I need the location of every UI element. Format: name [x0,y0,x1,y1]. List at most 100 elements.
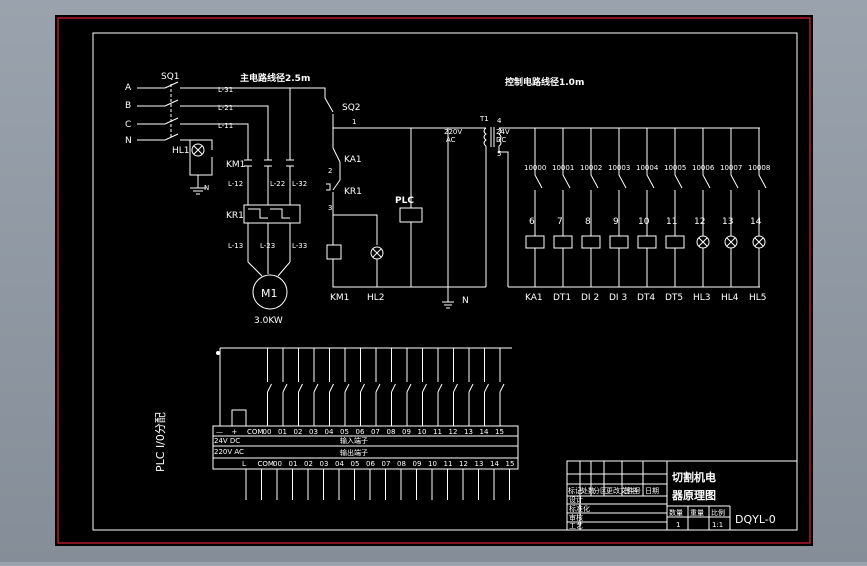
output-label: DI 3 [609,293,627,303]
sq2-label: SQ2 [342,103,361,113]
input-switch-wire [391,348,396,426]
terminal-bottom-17: 15 [506,460,515,468]
km1-main-label: KM1 [226,160,245,170]
terminal-top-5: 02 [294,428,303,436]
terminal-bottom-12: 10 [428,460,437,468]
terminal-bottom-7: 05 [351,460,360,468]
input-switch-wire [406,348,412,426]
output-contact [758,128,767,236]
wire-label-l11: L-11 [218,122,233,130]
input-switch-wire [453,348,458,426]
km1-coil-label: KM1 [330,293,349,303]
input-switch-wire [282,348,288,426]
transformer-secondary-coil [498,127,502,147]
output-bus-label: 输出端子 [340,448,368,457]
output-branch-9: 10003 9 DI 3 [608,128,630,303]
hl1-neutral: N [204,184,209,192]
terminal-top-12: 09 [402,428,411,436]
supply-lines-left [137,87,165,141]
terminal-bottom-8: 06 [366,460,375,468]
output-contact [730,128,739,236]
hl2-lamp-cross [372,248,382,258]
spec-grid [667,505,731,530]
hl1-wiring [189,140,213,188]
wire-label-l22: L-22 [270,180,285,188]
terminal-bottom-16: 14 [490,460,499,468]
header-count: 处数 [581,486,595,495]
plc-io-section: PLC I/0分配 24V DC 220V AC 输入端子 输出端子 —+COM… [154,347,519,500]
outer-border [57,17,811,544]
transformer-out-type: DC [496,136,506,144]
terminal-bottom-3: 01 [289,460,298,468]
control-wire-note: 控制电路线径1.0m [505,76,584,88]
wire-label-l12: L-12 [228,180,243,188]
supply-label-a: A [125,83,132,93]
control-neutral-ground [442,128,454,309]
terminal-top-14: 11 [433,428,442,436]
output-number: 9 [613,217,619,227]
lines-to-motor [247,223,291,262]
output-label: HL3 [693,293,711,303]
control-circuit: 控制电路线径1.0m SQ2 1 KA1 2 KR1 3 KM1 HL2 PLC… [290,76,770,309]
output-contact [590,128,599,236]
transformer-output-wires [485,127,509,287]
power-input-pin [231,409,247,426]
output-address: 10006 [692,164,715,172]
node-1: 1 [352,118,356,126]
output-label: DI 2 [581,293,599,303]
control-return-wire [332,259,486,288]
output-label: HL4 [721,293,739,303]
wire-label-l21: L-21 [218,104,233,112]
output-number: 6 [529,217,535,227]
kr1-aux-contact [332,172,341,200]
terminal-top-1: + [232,428,238,436]
terminal-top-9: 06 [356,428,365,436]
io-common-node [216,351,220,355]
terminal-bottom-1: COM [258,460,274,468]
ka1-contact [332,147,341,172]
km1-coil-box [326,244,342,260]
wire-label-l31: L-31 [218,86,233,94]
output-number: 11 [666,217,677,227]
drawing-number: DQYL-0 [735,513,776,526]
transformer-out-voltage: 24V [496,128,510,136]
output-label: DT5 [665,293,683,303]
output-label: HL5 [749,293,767,303]
main-switch-label: SQ1 [161,72,180,82]
kr1-heater-elements [248,208,290,219]
input-bus-label: 输入端子 [340,436,368,445]
io-common-bus [219,347,512,426]
terminal-bottom-13: 11 [444,460,453,468]
power-label-24vdc: 24V DC [214,437,240,445]
wire-label-l23: L-23 [260,242,275,250]
kr1-aux-symbol [326,183,331,191]
plc-label: PLC [395,196,414,206]
output-address: 10000 [524,164,546,172]
output-address: 10005 [664,164,686,172]
output-address: 10004 [636,164,659,172]
input-switch-wire [267,348,272,426]
output-contact [674,128,683,236]
output-number: 12 [694,217,705,227]
output-contact [618,128,627,236]
row-review: 审核 [569,513,583,522]
transformer-node-4: 4 [497,117,502,125]
kr1-main-label: KR1 [226,211,244,221]
wire-label-l13: L-13 [228,242,243,250]
output-address: 10003 [608,164,630,172]
transformer-node-5: 5 [497,150,501,158]
sq2-contact [324,97,334,148]
transformer-core [490,127,495,147]
supply-label-c: C [125,120,131,130]
input-switch-wire [468,348,474,426]
row-standard: 标准化 [569,504,590,513]
terminal-top-2: COM [247,428,263,436]
input-switch-wire [344,348,350,426]
